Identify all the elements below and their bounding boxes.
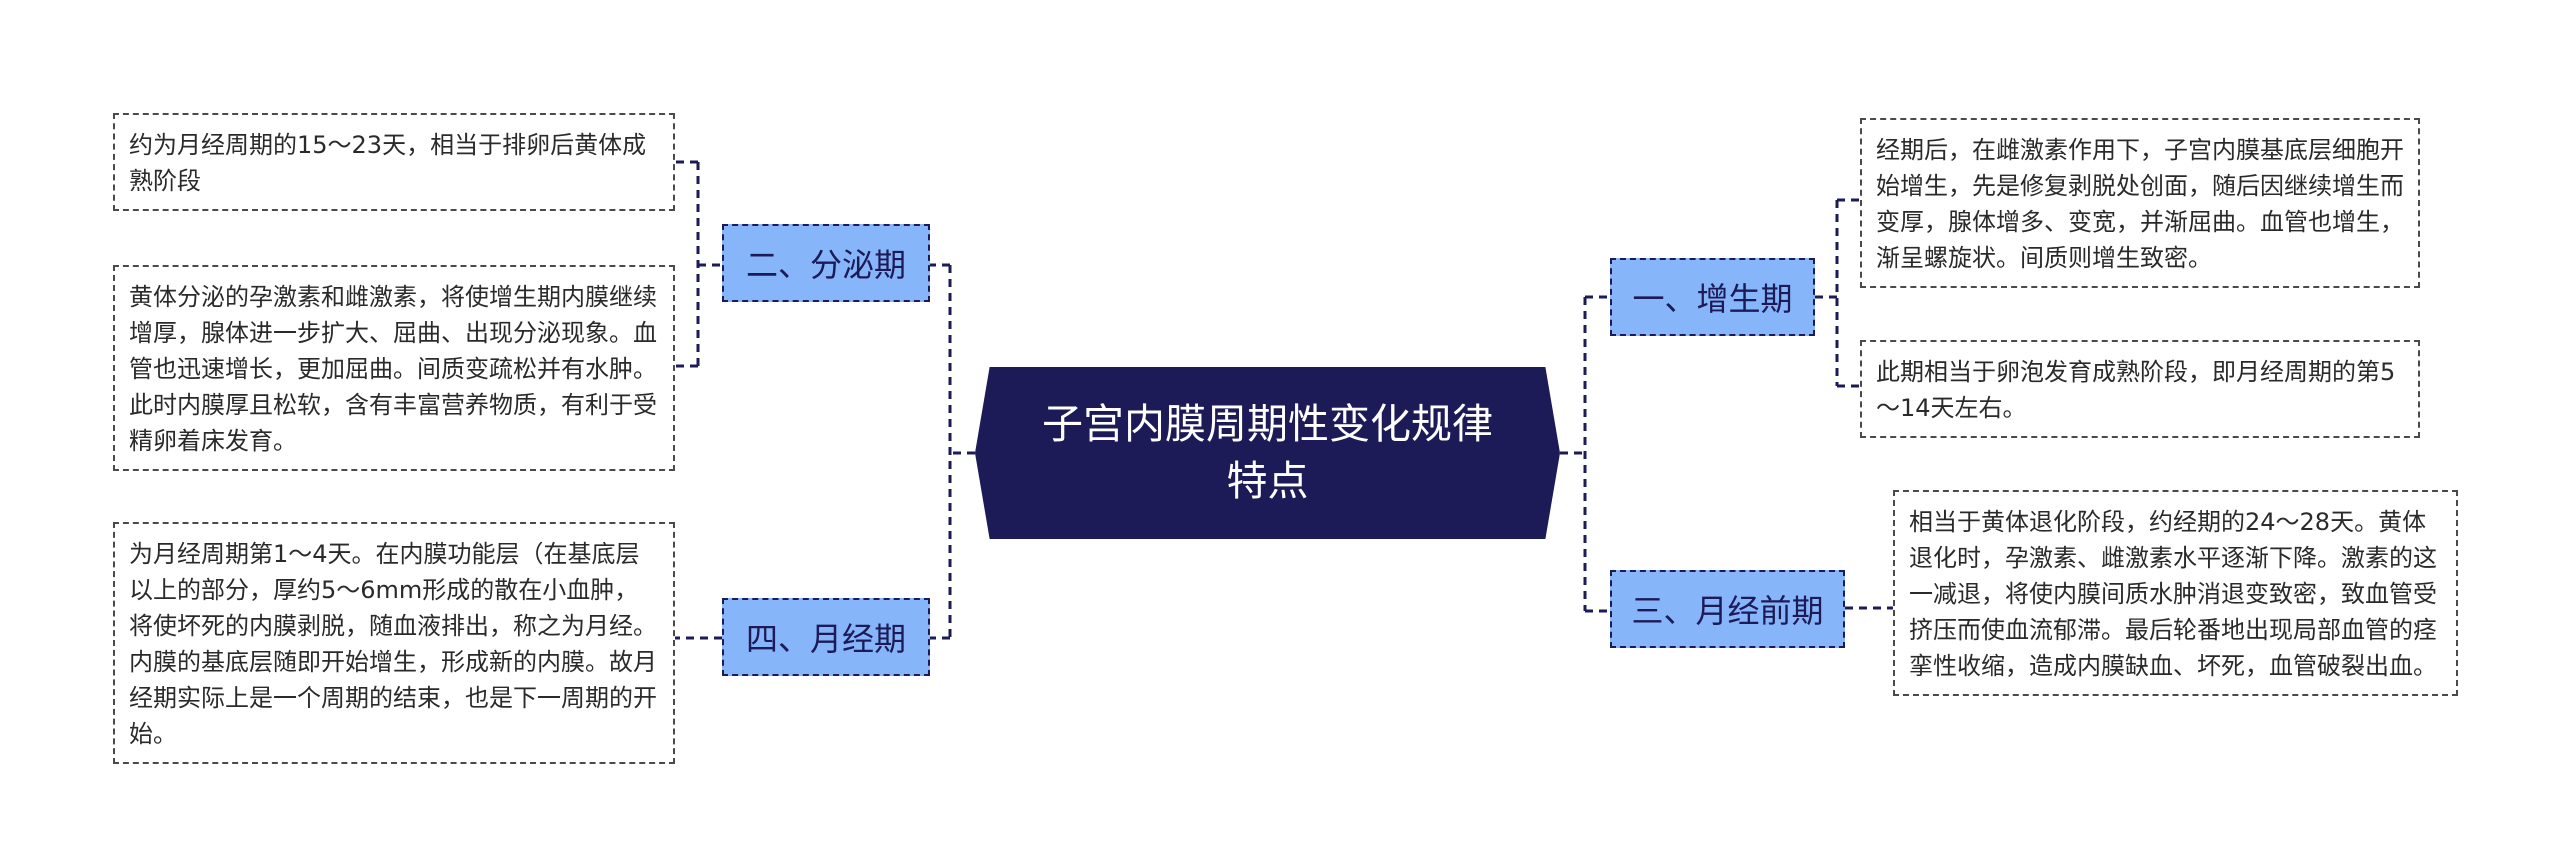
branch-proliferative-label: 一、增生期 — [1632, 280, 1793, 318]
connector-proliferative-notes — [1815, 198, 1860, 388]
note-text: 经期后，在雌激素作用下，子宫内膜基底层细胞开始增生，先是修复剥脱处创面，随后因继… — [1876, 136, 2404, 272]
note-premenstrual-1[interactable]: 相当于黄体退化阶段，约经期的24～28天。黄体退化时，孕激素、雌激素水平逐渐下降… — [1893, 490, 2458, 696]
branch-proliferative[interactable]: 一、增生期 — [1610, 258, 1815, 336]
note-text: 相当于黄体退化阶段，约经期的24～28天。黄体退化时，孕激素、雌激素水平逐渐下降… — [1909, 508, 2437, 680]
note-text: 约为月经周期的15～23天，相当于排卵后黄体成熟阶段 — [129, 131, 647, 195]
note-proliferative-1[interactable]: 经期后，在雌激素作用下，子宫内膜基底层细胞开始增生，先是修复剥脱处创面，随后因继… — [1860, 118, 2420, 288]
note-secretory-1[interactable]: 约为月经周期的15～23天，相当于排卵后黄体成熟阶段 — [113, 113, 675, 211]
branch-menstrual-label: 四、月经期 — [745, 620, 906, 658]
root-topic-title: 子宫内膜周期性变化规律特点 — [1042, 400, 1493, 505]
branch-premenstrual[interactable]: 三、月经前期 — [1610, 570, 1845, 648]
note-secretory-2[interactable]: 黄体分泌的孕激素和雌激素，将使增生期内膜继续增厚，腺体进一步扩大、屈曲、出现分泌… — [113, 265, 675, 471]
branch-premenstrual-label: 三、月经前期 — [1631, 592, 1824, 630]
note-text: 为月经周期第1～4天。在内膜功能层（在基底层以上的部分，厚约5～6mm形成的散在… — [129, 540, 657, 748]
note-proliferative-2[interactable]: 此期相当于卵泡发育成熟阶段，即月经周期的第5～14天左右。 — [1860, 340, 2420, 438]
connector-root-left — [930, 263, 975, 640]
root-topic[interactable]: 子宫内膜周期性变化规律特点 — [975, 367, 1560, 539]
note-menstrual-1[interactable]: 为月经周期第1～4天。在内膜功能层（在基底层以上的部分，厚约5～6mm形成的散在… — [113, 522, 675, 764]
note-text: 此期相当于卵泡发育成熟阶段，即月经周期的第5～14天左右。 — [1876, 358, 2396, 422]
note-text: 黄体分泌的孕激素和雌激素，将使增生期内膜继续增厚，腺体进一步扩大、屈曲、出现分泌… — [129, 283, 657, 455]
connector-root-right — [1560, 295, 1610, 613]
connector-secretory-notes — [675, 160, 720, 368]
branch-secretory-label: 二、分泌期 — [745, 246, 906, 284]
branch-secretory[interactable]: 二、分泌期 — [722, 224, 930, 302]
branch-menstrual[interactable]: 四、月经期 — [722, 598, 930, 676]
